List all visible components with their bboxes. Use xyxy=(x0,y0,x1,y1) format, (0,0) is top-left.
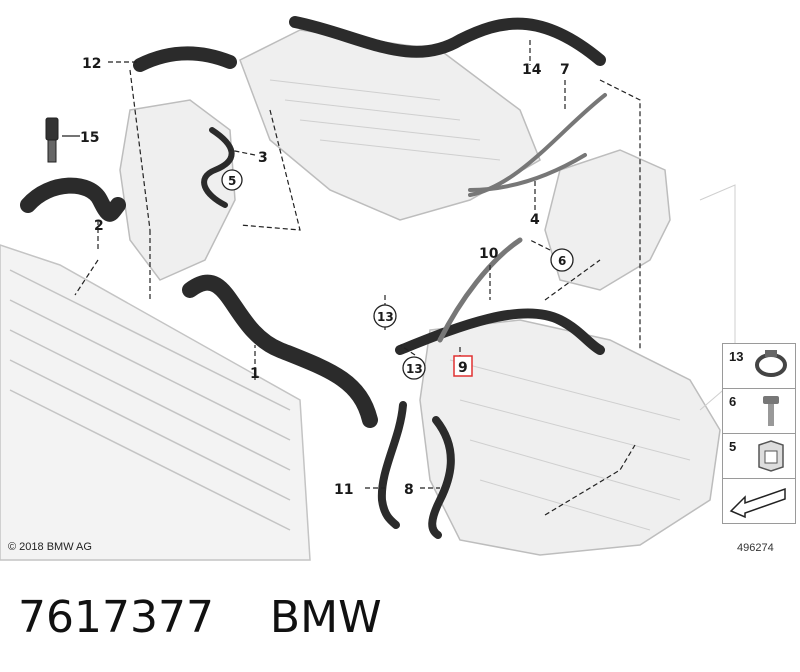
hose-14 xyxy=(289,16,606,66)
callout-7: 7 xyxy=(560,62,570,78)
callout-12: 12 xyxy=(82,56,101,72)
callout-6: 6 xyxy=(558,254,566,268)
callout-3: 3 xyxy=(258,150,268,166)
legend-item-13: 13 xyxy=(722,343,796,388)
hose-1 xyxy=(182,274,378,428)
arrow-left-icon xyxy=(729,487,786,519)
callout-2: 2 xyxy=(94,218,104,234)
callout-4: 4 xyxy=(530,212,540,228)
engine-detail-lines xyxy=(269,79,736,531)
hose-8 xyxy=(428,416,455,539)
callout-13b-circle xyxy=(402,356,426,380)
hose-clamp-icon xyxy=(755,350,787,377)
legend-label: 13 xyxy=(729,349,744,364)
leader-lines xyxy=(62,40,641,516)
hose-9 xyxy=(395,308,605,355)
legend-item-6: 6 xyxy=(722,388,796,433)
legend-label: 5 xyxy=(729,439,737,454)
parts-legend: 13 6 5 xyxy=(722,343,796,524)
hose-12 xyxy=(133,46,237,72)
legend-label: 6 xyxy=(729,394,737,409)
callout-15: 15 xyxy=(80,130,99,146)
hose-group xyxy=(20,16,607,539)
callout-10: 10 xyxy=(479,246,499,262)
cable-holder-icon xyxy=(758,440,784,472)
callout-5-circle xyxy=(221,169,243,191)
hose-3 xyxy=(201,127,235,208)
callout-6-circle xyxy=(550,248,574,272)
hose-7 xyxy=(468,93,607,197)
callout-11: 11 xyxy=(334,482,353,498)
legend-item-5: 5 xyxy=(722,433,796,478)
callout-5: 5 xyxy=(228,174,236,188)
hose-2 xyxy=(20,177,126,222)
callout-9: 9 xyxy=(458,360,468,376)
bolt-icon xyxy=(763,396,779,426)
brand-name: BMW xyxy=(269,592,382,643)
callout-8: 8 xyxy=(404,482,414,498)
temp-sensor xyxy=(45,117,59,163)
callout-13a: 13 xyxy=(377,310,394,324)
legend-item-arrow xyxy=(722,478,796,524)
callout-9-highlight xyxy=(453,355,473,377)
callout-13a-circle xyxy=(373,304,397,328)
engine-block-ghost xyxy=(119,29,721,556)
callout-13b: 13 xyxy=(406,362,423,376)
callout-14: 14 xyxy=(522,62,542,78)
parts-diagram: 12 15 3 5 2 1 14 7 4 6 10 13 13 9 11 8 xyxy=(0,16,736,561)
diagram-id: 496274 xyxy=(737,542,774,554)
callout-1: 1 xyxy=(250,366,260,382)
part-caption: 7617377 BMW xyxy=(18,588,382,648)
radiator-ghost xyxy=(0,244,311,561)
part-number: 7617377 xyxy=(18,592,214,643)
hose-11 xyxy=(377,401,407,529)
callout-labels: 12 15 3 5 2 1 14 7 4 6 10 13 13 9 11 8 xyxy=(80,56,574,498)
hose-10 xyxy=(437,237,523,343)
copyright-notice: © 2018 BMW AG xyxy=(8,541,92,553)
